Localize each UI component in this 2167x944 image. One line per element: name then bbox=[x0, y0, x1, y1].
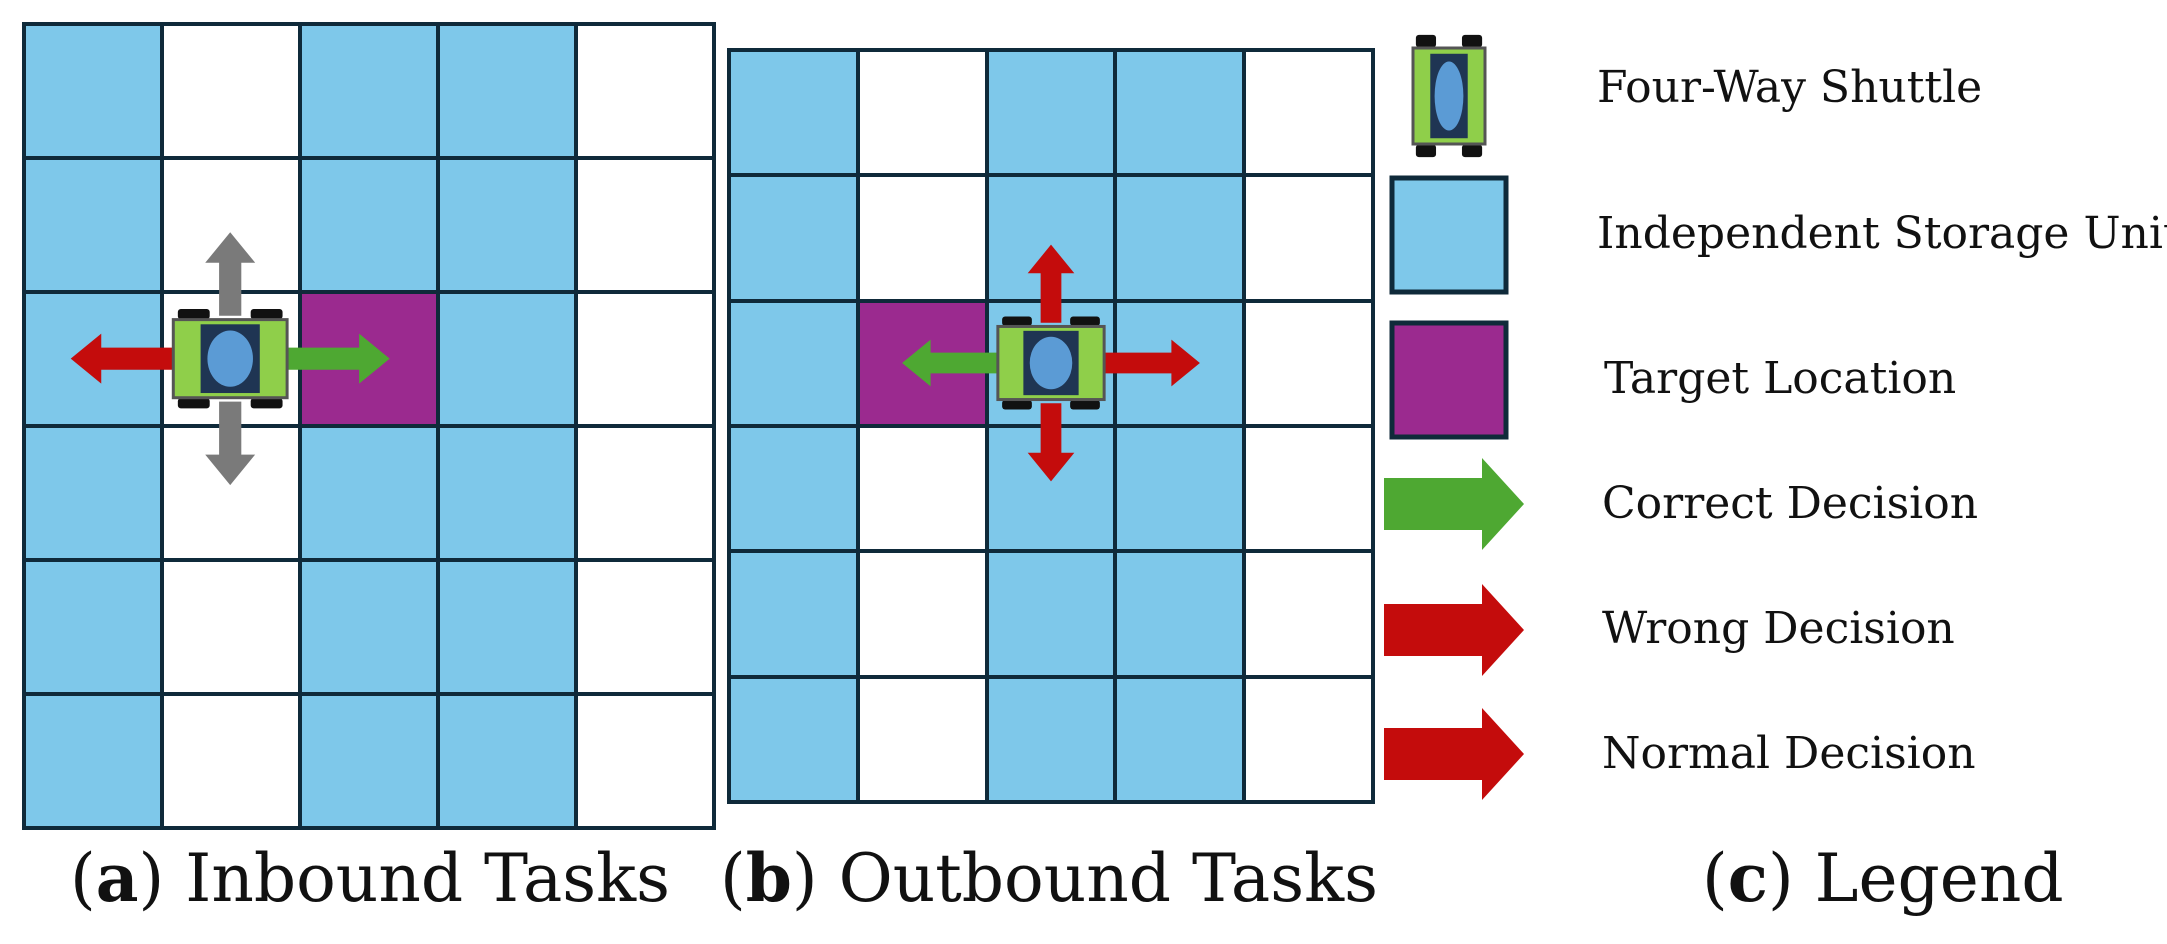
legend-shuttle-icon bbox=[1411, 34, 1487, 158]
storage-cell bbox=[26, 696, 160, 826]
empty-cell bbox=[859, 678, 985, 800]
empty-cell bbox=[578, 562, 712, 692]
storage-cell bbox=[440, 696, 574, 826]
wrong-arrow-right bbox=[1098, 339, 1200, 387]
empty-cell bbox=[164, 562, 298, 692]
storage-cell bbox=[988, 553, 1114, 675]
wrong-arrow-up bbox=[1027, 244, 1075, 323]
storage-cell bbox=[440, 160, 574, 290]
shuttle-wheel bbox=[1461, 144, 1483, 158]
storage-cell bbox=[731, 177, 856, 299]
empty-cell bbox=[1246, 177, 1371, 299]
gray-arrow-down bbox=[205, 401, 256, 486]
shuttle-wheel bbox=[1070, 316, 1100, 326]
storage-cell bbox=[26, 562, 160, 692]
shuttle-wheel bbox=[1002, 316, 1032, 326]
legend-wrong-arrow-icon bbox=[1384, 584, 1524, 676]
empty-cell bbox=[859, 428, 985, 550]
legend-label-normal: Normal Decision bbox=[1602, 728, 1976, 779]
empty-cell bbox=[578, 26, 712, 156]
legend-target-swatch bbox=[1389, 320, 1509, 440]
shuttle-wheel bbox=[1002, 400, 1032, 410]
empty-cell bbox=[859, 553, 985, 675]
shuttle-wheel bbox=[1415, 144, 1437, 158]
empty-cell bbox=[578, 294, 712, 424]
shuttle-wheel bbox=[177, 308, 210, 320]
legend-correct-arrow-icon bbox=[1384, 458, 1524, 550]
empty-cell bbox=[859, 52, 985, 174]
storage-cell bbox=[302, 562, 436, 692]
outbound-grid bbox=[727, 48, 1375, 804]
empty-cell bbox=[859, 177, 985, 299]
storage-cell bbox=[731, 302, 856, 424]
storage-cell bbox=[731, 553, 856, 675]
legend-label-shuttle: Four-Way Shuttle bbox=[1597, 62, 1983, 113]
storage-cell bbox=[1117, 553, 1243, 675]
correct-arrow-right bbox=[281, 333, 390, 384]
legend-label-target: Target Location bbox=[1604, 353, 1957, 404]
correct-arrow-left bbox=[902, 339, 1004, 387]
storage-cell bbox=[1117, 177, 1243, 299]
storage-cell bbox=[1117, 678, 1243, 800]
storage-cell bbox=[440, 562, 574, 692]
empty-cell bbox=[578, 160, 712, 290]
storage-cell bbox=[26, 26, 160, 156]
storage-cell bbox=[440, 428, 574, 558]
empty-cell bbox=[1246, 302, 1371, 424]
storage-cell bbox=[731, 428, 856, 550]
shuttle-wheel bbox=[177, 398, 210, 409]
shuttle-wheel bbox=[1415, 34, 1437, 48]
storage-cell bbox=[302, 26, 436, 156]
empty-cell bbox=[1246, 428, 1371, 550]
shuttle-wheel bbox=[1461, 34, 1483, 48]
empty-cell bbox=[164, 696, 298, 826]
legend-label-correct: Correct Decision bbox=[1602, 478, 1979, 529]
legend-label-wrong: Wrong Decision bbox=[1602, 603, 1955, 654]
storage-cell bbox=[731, 678, 856, 800]
gray-arrow-up bbox=[205, 232, 256, 316]
four-way-shuttle-icon bbox=[171, 308, 289, 409]
shuttle-wheel bbox=[250, 398, 283, 409]
storage-cell bbox=[440, 294, 574, 424]
legend-normal-arrow-icon bbox=[1384, 708, 1524, 800]
empty-cell bbox=[1246, 52, 1371, 174]
storage-cell bbox=[302, 428, 436, 558]
shuttle-wheel bbox=[250, 308, 283, 320]
empty-cell bbox=[578, 428, 712, 558]
legend-storage-swatch bbox=[1389, 175, 1509, 295]
empty-cell bbox=[1246, 553, 1371, 675]
storage-cell bbox=[26, 160, 160, 290]
shuttle-wheel bbox=[1070, 400, 1100, 410]
storage-cell bbox=[988, 52, 1114, 174]
storage-cell bbox=[440, 26, 574, 156]
storage-cell bbox=[731, 52, 856, 174]
wrong-arrow-left bbox=[70, 333, 179, 384]
four-way-shuttle-icon bbox=[996, 316, 1106, 410]
empty-cell bbox=[578, 696, 712, 826]
storage-cell bbox=[302, 696, 436, 826]
wrong-arrow-down bbox=[1027, 403, 1075, 482]
caption-legend: (c) Legend bbox=[1702, 839, 2064, 917]
empty-cell bbox=[1246, 678, 1371, 800]
storage-cell bbox=[988, 678, 1114, 800]
storage-cell bbox=[302, 160, 436, 290]
caption-inbound: (a) Inbound Tasks bbox=[70, 839, 671, 917]
storage-cell bbox=[1117, 52, 1243, 174]
storage-cell bbox=[1117, 428, 1243, 550]
caption-outbound: (b) Outbound Tasks bbox=[720, 839, 1378, 917]
empty-cell bbox=[164, 26, 298, 156]
storage-cell bbox=[26, 428, 160, 558]
legend-label-storage: Independent Storage Unit bbox=[1597, 208, 2167, 259]
